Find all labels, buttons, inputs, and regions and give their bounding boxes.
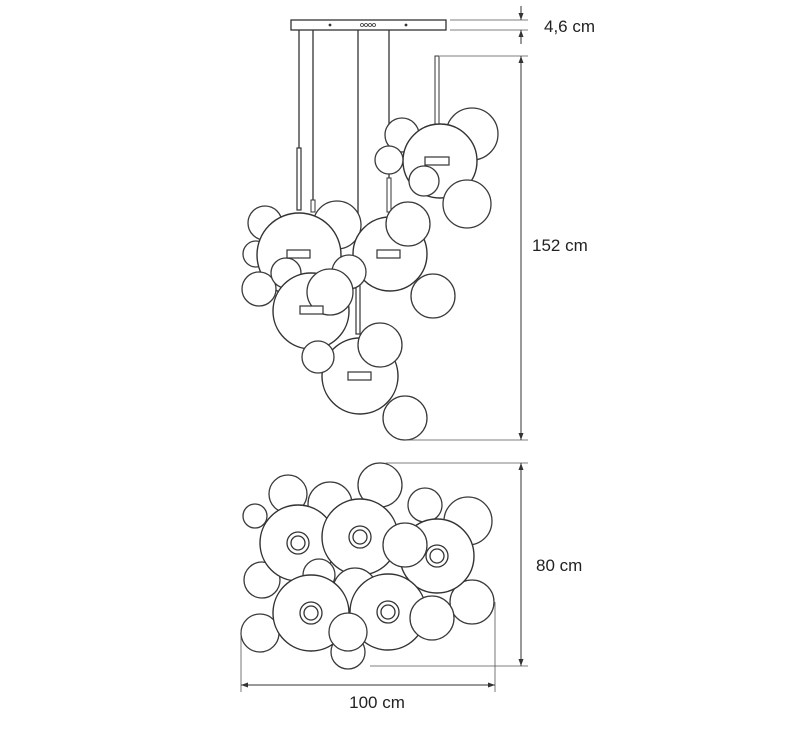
pendant-cluster-5 xyxy=(301,322,428,441)
canopy-height-label: 4,6 cm xyxy=(544,17,595,36)
total-height-dimension: 152 cm xyxy=(405,55,588,441)
canopy-height-dimension: 4,6 cm xyxy=(450,6,595,44)
width-dimension: 100 cm xyxy=(240,602,496,712)
canopy-vent xyxy=(360,23,376,27)
pendant-cluster-4 xyxy=(272,254,367,350)
pendant-cluster-3 xyxy=(352,201,456,319)
top-disk-3 xyxy=(321,498,399,576)
top-view: 80 cm 100 cm xyxy=(240,462,582,712)
pendant-cluster-1 xyxy=(374,107,499,229)
side-view: 4,6 cm 152 cm xyxy=(241,6,595,441)
depth-dimension: 80 cm xyxy=(370,462,582,667)
total-height-label: 152 cm xyxy=(532,236,588,255)
width-label: 100 cm xyxy=(349,693,405,712)
depth-label: 80 cm xyxy=(536,556,582,575)
